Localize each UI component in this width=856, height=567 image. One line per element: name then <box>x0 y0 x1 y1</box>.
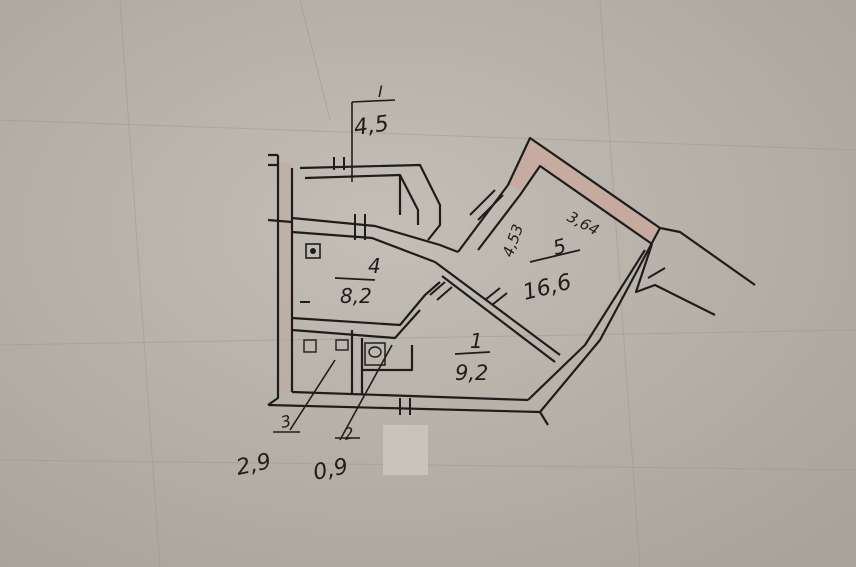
walls <box>267 136 756 426</box>
room-3-number: 3 <box>279 411 293 432</box>
room-4-area: 8,2 <box>340 284 372 308</box>
leader-lines <box>273 99 396 441</box>
room-5-number: 5 <box>550 233 568 259</box>
room-4-number: 4 <box>368 254 381 278</box>
wall-fill-left <box>278 163 292 392</box>
wall-fill-room-5 <box>508 138 660 244</box>
room-1-area: 9,2 <box>455 361 488 385</box>
toilet-icon <box>364 342 386 366</box>
stove-icon <box>305 243 321 259</box>
room-1-number: 1 <box>470 329 483 353</box>
room-2-number: 2 <box>342 423 356 444</box>
sink-icon <box>303 339 349 353</box>
balcony-area: 4,5 <box>352 111 390 141</box>
balcony-number: I <box>378 82 383 101</box>
fraction-bars <box>334 249 581 355</box>
window-marks <box>300 157 666 415</box>
redacted-patch <box>383 425 428 475</box>
